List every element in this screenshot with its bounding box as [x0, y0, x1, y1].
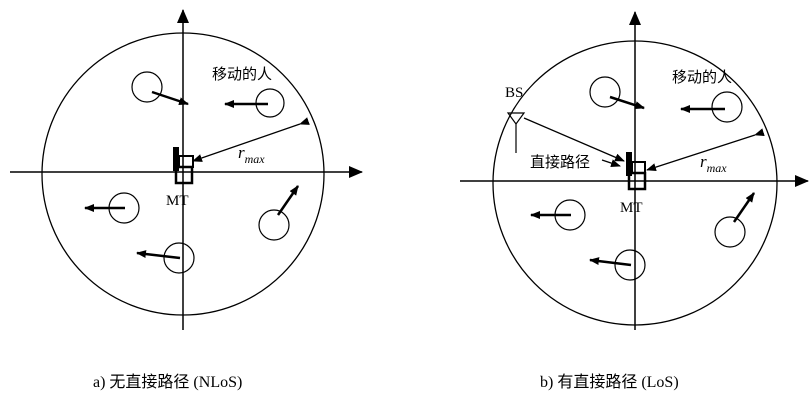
- caption-a: a) 无直接路径 (NLoS): [93, 373, 242, 391]
- moving-person: [680, 91, 743, 123]
- coverage-circle: [41, 32, 325, 316]
- moving-person: [530, 199, 586, 231]
- moving-person: [84, 192, 140, 224]
- moving-person: [258, 185, 300, 241]
- coverage-circle: [492, 40, 778, 326]
- panel-a: 移动的人 rmax MT a) 无直接路径 (NLoS): [10, 9, 363, 391]
- panel-b: 移动的人 BS 直接路径 rmax MT b) 有直接路径 (LoS): [460, 11, 809, 391]
- bs-antenna-icon: [506, 112, 526, 153]
- direct-path-line: [523, 117, 625, 162]
- moving-person: [714, 192, 756, 248]
- moving-person: [224, 88, 285, 118]
- direct-path-label: 直接路径: [530, 153, 590, 171]
- moving-people-label: 移动的人: [212, 65, 272, 83]
- moving-person: [589, 76, 645, 110]
- moving-person: [136, 242, 195, 274]
- mt-terminal: [626, 152, 647, 191]
- bs-label: BS: [505, 85, 523, 101]
- mt-label: MT: [620, 200, 643, 216]
- moving-person: [589, 249, 646, 281]
- moving-people-label: 移动的人: [672, 68, 732, 86]
- caption-b: b) 有直接路径 (LoS): [540, 373, 679, 391]
- r-max-arrow: [192, 117, 310, 162]
- moving-person: [131, 71, 189, 106]
- r-max-label: rmax: [700, 152, 727, 175]
- mt-label: MT: [166, 193, 189, 209]
- r-max-arrow: [646, 128, 765, 172]
- r-max-label: rmax: [238, 143, 265, 166]
- direct-path-pointer: [601, 159, 621, 167]
